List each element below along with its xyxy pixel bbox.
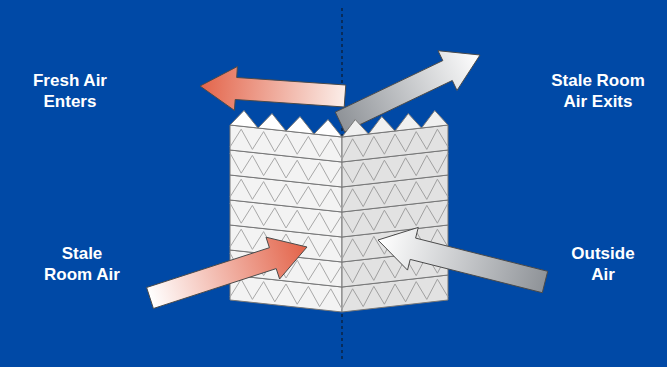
top-ridge [230,111,258,129]
inlet-label: Outside Air [563,243,643,285]
top-ridge [342,120,369,138]
outlet-label: Stale Room Air Exits [546,70,650,112]
exhaust-air-arrow [335,51,480,132]
outside-air-arrow [378,227,548,292]
top-ridge [422,111,449,129]
top-ridge [258,114,286,132]
plate-stack [230,111,448,313]
top-ridge [286,117,314,135]
plate-layer [230,125,448,162]
top-ridge [395,114,422,132]
top-ridge [314,120,342,138]
top-ridge [369,117,396,135]
inlet-label: Stale Room Air [38,243,126,285]
inlet-label: Fresh Air Enters [22,70,118,112]
room-air-arrow [147,237,307,308]
fresh-air-arrow [200,67,346,111]
